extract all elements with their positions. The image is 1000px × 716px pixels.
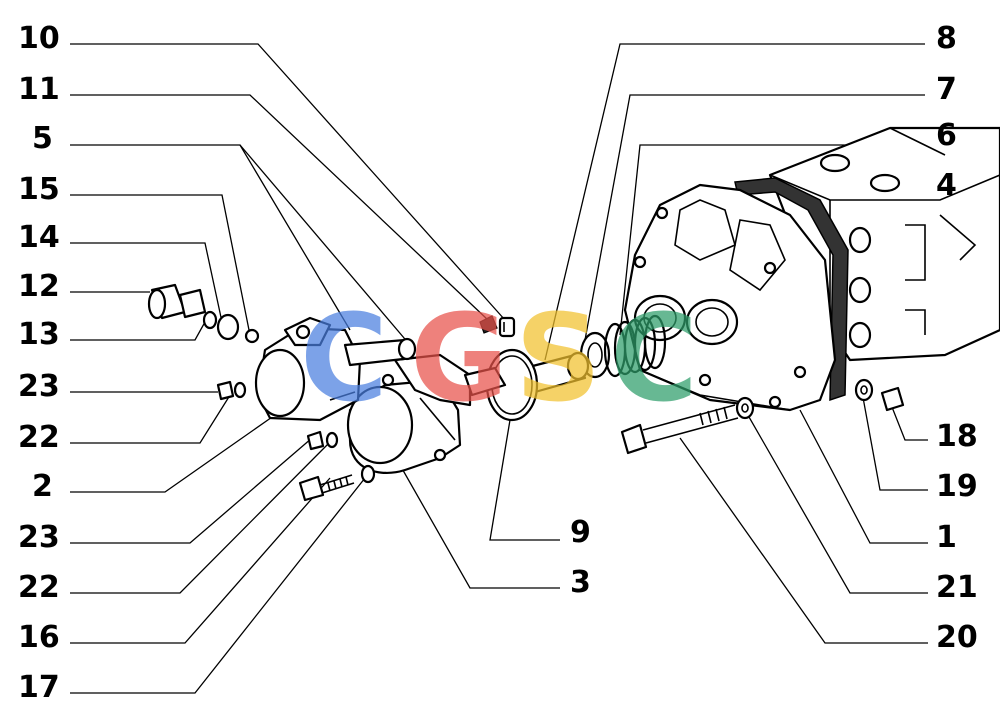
leader-8	[544, 43, 925, 361]
callout-23b: 23	[18, 520, 60, 555]
leader-9	[489, 419, 560, 541]
screw-11	[479, 315, 498, 334]
callout-2: 2	[32, 469, 53, 504]
callout-14: 14	[18, 220, 60, 255]
callout-10: 10	[18, 21, 60, 56]
leader-15	[70, 194, 251, 336]
callout-17: 17	[18, 670, 60, 705]
watermark-letter-2: G	[410, 290, 509, 429]
callouts-left: 10 11 5 15 14 12 13 23 22 2 23 22 16 17	[18, 21, 60, 705]
ball-15	[244, 328, 260, 344]
leader-19	[861, 391, 928, 491]
leader-11	[70, 94, 489, 321]
leader-3	[399, 464, 560, 589]
callout-22b: 22	[18, 570, 60, 605]
screw-23a	[216, 380, 235, 401]
washer-22b	[325, 431, 339, 449]
callout-7: 7	[936, 72, 957, 107]
callout-19: 19	[936, 469, 978, 504]
housing-cover-1	[623, 183, 837, 412]
callout-5: 5	[32, 121, 53, 156]
screw-23b	[306, 430, 325, 451]
leader-22a	[70, 391, 233, 444]
cylinder-2	[254, 316, 417, 422]
callout-16: 16	[18, 620, 60, 655]
callouts-right: 8 7 6 4 18 19 1 21 20	[936, 21, 978, 655]
gasket-4	[734, 177, 849, 402]
callout-1: 1	[936, 520, 957, 555]
leader-7	[584, 94, 925, 341]
callout-13: 13	[18, 317, 60, 352]
callout-6: 6	[936, 118, 957, 153]
watermark-letter-4: C	[610, 290, 698, 429]
callouts-bottom: 9 3	[570, 515, 591, 600]
screw-18	[880, 386, 905, 412]
leader-10	[70, 43, 506, 321]
cylinder-3	[346, 353, 507, 474]
watermark-letter-3: S	[515, 290, 601, 429]
watermark-cgsc: C G S C	[300, 290, 698, 429]
callout-8: 8	[936, 21, 957, 56]
washer-21	[735, 396, 755, 420]
callout-23a: 23	[18, 369, 60, 404]
washer-13	[202, 310, 218, 330]
pin-10	[498, 316, 516, 338]
leader-1	[799, 409, 928, 544]
leader-13	[70, 321, 206, 341]
leader-21	[744, 409, 928, 594]
leader-20	[679, 437, 928, 644]
leader-18	[889, 401, 928, 441]
callout-3: 3	[570, 565, 591, 600]
leader-2	[70, 414, 276, 493]
callout-4: 4	[936, 168, 957, 203]
washer-19	[854, 378, 874, 402]
long-bolt-20	[620, 404, 739, 455]
callout-9: 9	[570, 515, 591, 550]
callout-20: 20	[936, 620, 978, 655]
plug-12	[147, 283, 207, 320]
callout-22a: 22	[18, 420, 60, 455]
callout-15: 15	[18, 172, 60, 207]
washer-22a	[233, 381, 247, 399]
ring-14	[216, 313, 240, 341]
callout-18: 18	[936, 419, 978, 454]
leader-16	[70, 477, 331, 644]
washer-17	[360, 464, 376, 484]
leader-14	[70, 242, 223, 323]
leader-17	[70, 477, 366, 694]
leader-5b	[239, 144, 411, 346]
watermark-letter-1: C	[300, 290, 388, 429]
bolt-16	[298, 474, 355, 502]
leader-lines-left	[70, 43, 506, 694]
leader-23b	[70, 437, 313, 544]
leader-lines-right	[399, 43, 928, 644]
callout-21: 21	[936, 570, 978, 605]
leader-22b	[70, 439, 333, 594]
callout-12: 12	[18, 269, 60, 304]
callout-11: 11	[18, 72, 60, 107]
leader-6	[619, 144, 925, 336]
